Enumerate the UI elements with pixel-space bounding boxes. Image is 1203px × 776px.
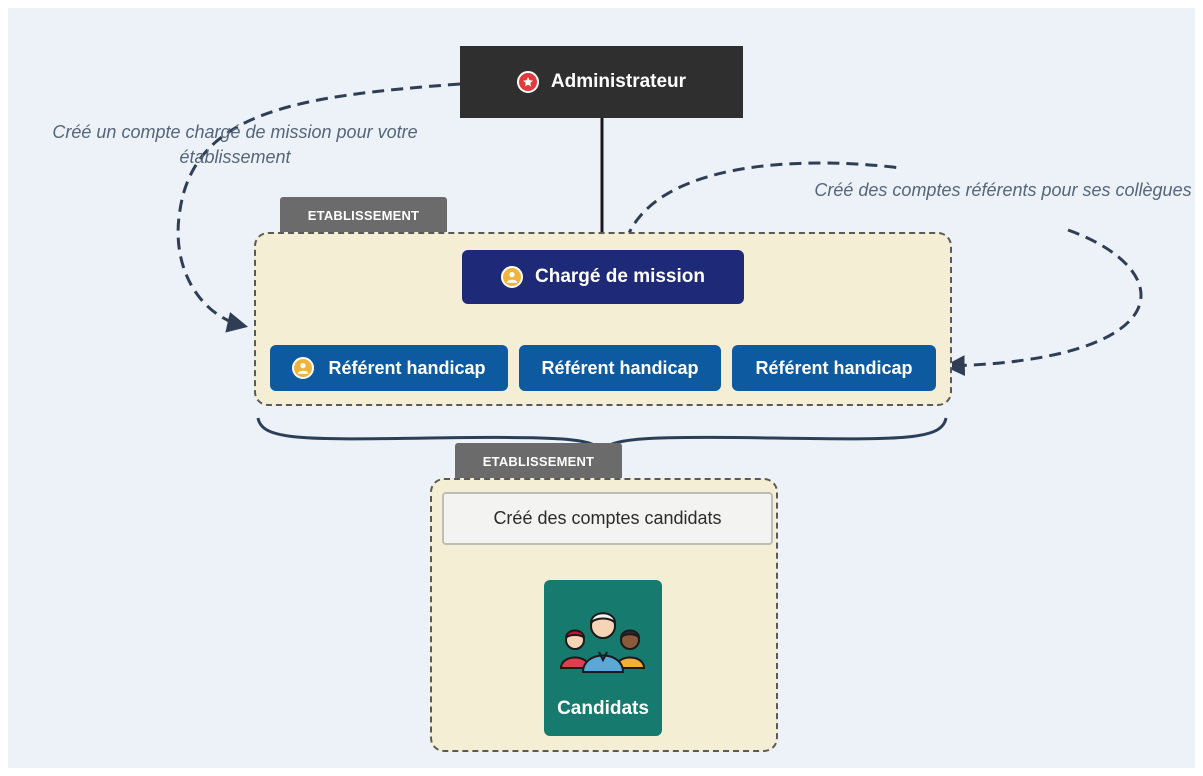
mission-node[interactable]: Chargé de mission <box>462 250 744 304</box>
candidates-label: Candidats <box>557 698 649 719</box>
people-group-icon <box>559 612 646 673</box>
referent-label-2: Référent handicap <box>541 357 699 378</box>
mission-label: Chargé de mission <box>535 266 705 287</box>
admin-label: Administrateur <box>550 71 687 92</box>
candidates-node[interactable]: Candidats <box>544 580 662 736</box>
user-badge-icon <box>501 266 523 288</box>
referent-node-2[interactable]: Référent handicap <box>519 345 721 391</box>
establishment-tag-top: ETABLISSEMENT <box>280 197 447 233</box>
user-badge-icon <box>292 357 315 379</box>
referent-label-1: Référent handicap <box>328 357 486 378</box>
admin-annotation: Créé un compte chargé de mission pour vo… <box>52 122 418 167</box>
create-candidates-box[interactable]: Créé des comptes candidats <box>442 492 773 545</box>
referent-label-3: Référent handicap <box>755 357 913 378</box>
mission-annotation: Créé des comptes référents pour ses coll… <box>814 180 1192 200</box>
referent-node-3[interactable]: Référent handicap <box>732 345 936 391</box>
referent-node-1[interactable]: Référent handicap <box>270 345 508 391</box>
establishment-tag-bottom: ETABLISSEMENT <box>455 443 622 479</box>
create-candidates-label: Créé des comptes candidats <box>493 508 722 528</box>
admin-node[interactable]: Administrateur <box>460 46 743 118</box>
arrow-admin-to-establishment <box>176 82 461 333</box>
star-badge-icon <box>516 71 539 93</box>
arrow-mission-to-referents <box>624 161 1143 366</box>
